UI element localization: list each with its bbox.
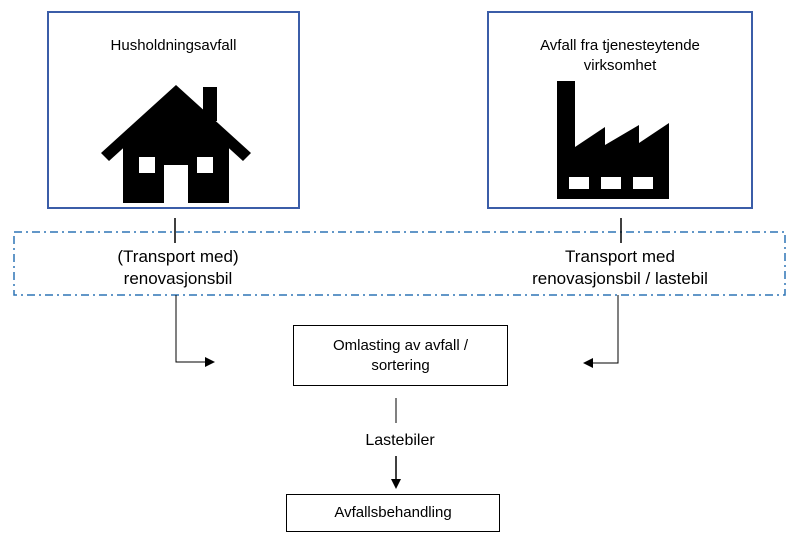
business-source-box: Avfall fra tjenesteytende virksomhet xyxy=(487,11,753,209)
treatment-label: Avfallsbehandling xyxy=(334,504,452,521)
household-label: Husholdningsavfall xyxy=(110,37,237,54)
sorting-line2: sortering xyxy=(371,356,430,374)
business-transport-line1: Transport med xyxy=(565,247,675,266)
sorting-line1: Omlasting av avfall / xyxy=(332,336,469,354)
household-transport-line2: renovasjonsbil xyxy=(123,269,233,288)
house-icon xyxy=(101,85,251,203)
business-label-line2: virksomhet xyxy=(583,57,657,74)
household-arrow xyxy=(175,295,215,367)
transport-zone-border xyxy=(13,231,786,296)
treatment-box: Avfallsbehandling xyxy=(286,494,500,532)
business-label-line1: Avfall fra tjenesteytende xyxy=(540,37,700,54)
business-transport-line2: renovasjonsbil / lastebil xyxy=(532,269,708,288)
trucks-label: Lastebiler xyxy=(365,432,435,449)
household-source-box: Husholdningsavfall xyxy=(47,11,300,209)
business-arrow xyxy=(583,295,619,368)
factory-icon xyxy=(557,81,669,199)
household-transport-line1: (Transport med) xyxy=(117,247,239,266)
sorting-box: Omlasting av avfall / sortering xyxy=(293,325,508,386)
